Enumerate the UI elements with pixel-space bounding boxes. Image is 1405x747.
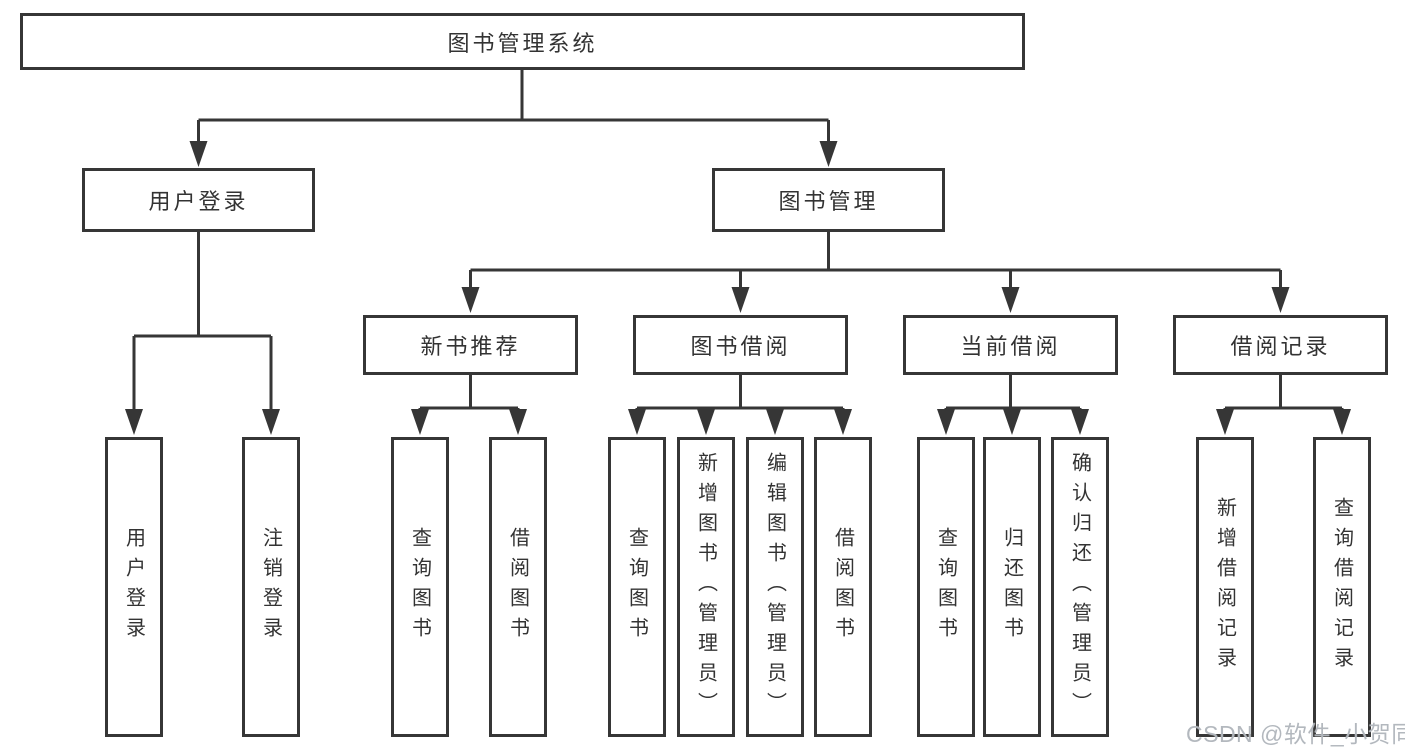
node-user-login-action: 用户登录: [105, 437, 163, 737]
node-label: 用户登录: [122, 527, 145, 647]
node-label: 新增借阅记录: [1213, 497, 1236, 677]
node-current-borrow: 当前借阅: [903, 315, 1118, 375]
node-logout-action: 注销登录: [242, 437, 300, 737]
node-label: 图书管理: [778, 189, 879, 214]
node-label: 图书管理系统: [447, 30, 598, 56]
csdn-watermark: CSDN @软件_小贺同学: [1186, 721, 1405, 747]
node-borrow-records: 借阅记录: [1173, 315, 1388, 375]
node-nb-query-books: 查询图书: [391, 437, 449, 737]
node-label: 确认归还（管理员）: [1068, 452, 1091, 722]
node-new-book-recommend: 新书推荐: [363, 315, 578, 375]
node-cb-return-books: 归还图书: [983, 437, 1041, 737]
node-bb-query-books: 查询图书: [608, 437, 666, 737]
node-bb-add-books-admin: 新增图书（管理员）: [677, 437, 735, 737]
node-label: 借阅图书: [506, 527, 529, 647]
node-label: 新增图书（管理员）: [694, 452, 717, 722]
node-book-management: 图书管理: [712, 168, 945, 232]
node-label: 归还图书: [1000, 527, 1023, 647]
node-bb-borrow-books: 借阅图书: [814, 437, 872, 737]
node-br-query-record: 查询借阅记录: [1313, 437, 1371, 737]
node-label: 用户登录: [148, 189, 249, 214]
node-label: 查询图书: [625, 527, 648, 647]
node-label: 借阅记录: [1230, 334, 1331, 359]
node-cb-query-books: 查询图书: [917, 437, 975, 737]
node-bb-edit-books-admin: 编辑图书（管理员）: [746, 437, 804, 737]
node-book-borrow: 图书借阅: [633, 315, 848, 375]
node-cb-confirm-return-admin: 确认归还（管理员）: [1051, 437, 1109, 737]
node-label: 图书借阅: [690, 334, 791, 359]
node-br-add-record: 新增借阅记录: [1196, 437, 1254, 737]
node-label: 查询图书: [408, 527, 431, 647]
node-label: 注销登录: [259, 527, 282, 647]
node-label: 编辑图书（管理员）: [763, 452, 786, 722]
node-label: 当前借阅: [960, 334, 1061, 359]
node-label: 查询借阅记录: [1330, 497, 1353, 677]
node-library-management-system: 图书管理系统: [20, 13, 1025, 70]
node-nb-borrow-books: 借阅图书: [489, 437, 547, 737]
node-label: 借阅图书: [831, 527, 854, 647]
node-user-login: 用户登录: [82, 168, 315, 232]
node-label: 查询图书: [934, 527, 957, 647]
node-label: 新书推荐: [420, 334, 521, 359]
